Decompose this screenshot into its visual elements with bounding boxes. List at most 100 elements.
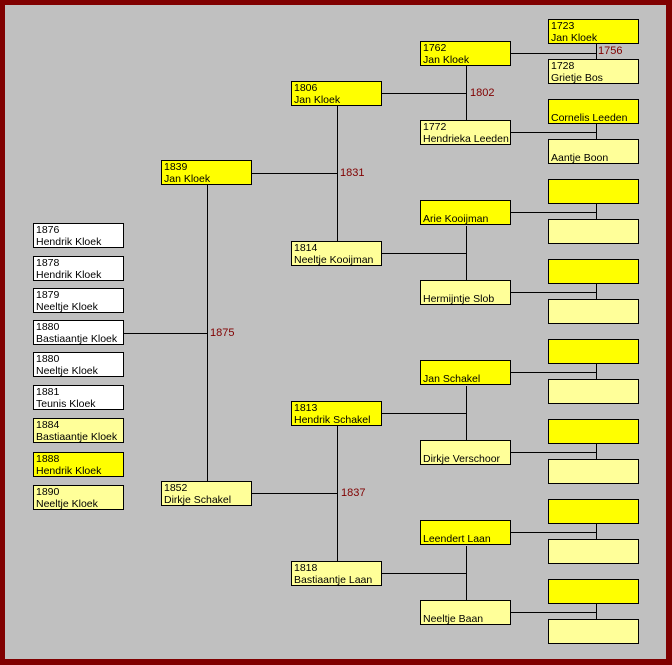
connector-line xyxy=(337,426,338,561)
person-box[interactable] xyxy=(548,259,639,284)
connector-line xyxy=(380,573,466,574)
connector-line xyxy=(596,204,597,219)
person-box[interactable]: Dirkje Verschoor xyxy=(420,440,511,465)
person-year xyxy=(551,100,638,112)
person-name: Hendrieka Leeden xyxy=(423,133,509,145)
person-year: 1806 xyxy=(294,82,318,94)
person-box[interactable] xyxy=(548,619,639,644)
person-box[interactable] xyxy=(548,539,639,564)
person-year xyxy=(551,460,638,472)
person-name: Jan Kloek xyxy=(551,32,598,44)
connector-line xyxy=(596,524,597,539)
person-box[interactable] xyxy=(548,379,639,404)
person-box[interactable] xyxy=(548,299,639,324)
connector-line xyxy=(380,93,466,94)
person-name: Jan Kloek xyxy=(294,94,341,106)
person-box[interactable]: Aantje Boon xyxy=(548,139,639,164)
connector-line xyxy=(380,413,466,414)
connector-line xyxy=(466,386,467,440)
person-box[interactable]: Arie Kooijman xyxy=(420,200,511,225)
connector-line xyxy=(508,372,596,373)
person-name: Hendrik Schakel xyxy=(294,414,371,426)
connector-line xyxy=(380,253,466,254)
person-name: Hendrik Kloek xyxy=(36,236,102,248)
connector-line xyxy=(508,292,596,293)
person-name: Grietje Bos xyxy=(551,72,603,84)
connector-line xyxy=(337,106,338,241)
person-year: 1890 xyxy=(36,486,60,498)
marriage-year: 1756 xyxy=(598,45,623,57)
person-year: 1878 xyxy=(36,257,60,269)
person-box[interactable] xyxy=(548,419,639,444)
person-box[interactable] xyxy=(548,459,639,484)
person-box[interactable] xyxy=(548,219,639,244)
connector-line xyxy=(508,612,596,613)
person-year: 1772 xyxy=(423,121,447,133)
person-year xyxy=(551,260,638,272)
person-box[interactable] xyxy=(548,179,639,204)
person-year: 1813 xyxy=(294,402,318,414)
person-box[interactable]: Jan Schakel xyxy=(420,360,511,385)
person-box[interactable] xyxy=(548,499,639,524)
connector-line xyxy=(508,452,596,453)
person-name: Bastiaantje Kloek xyxy=(36,431,118,443)
person-name: Hendrik Kloek xyxy=(36,269,102,281)
person-box[interactable] xyxy=(548,339,639,364)
person-year xyxy=(551,380,638,392)
person-name xyxy=(551,552,638,563)
person-year: 1880 xyxy=(36,321,60,333)
connector-line xyxy=(508,132,596,133)
connector-line xyxy=(466,546,467,600)
connector-line xyxy=(249,173,337,174)
person-name xyxy=(551,272,638,283)
person-box[interactable]: Leendert Laan xyxy=(420,520,511,545)
person-name: Arie Kooijman xyxy=(423,213,489,225)
marriage-year: 1802 xyxy=(470,87,495,99)
person-name: Neeltje Kloek xyxy=(36,365,98,377)
person-name xyxy=(551,632,638,643)
person-year: 1888 xyxy=(36,453,60,465)
person-name: Hendrik Kloek xyxy=(36,465,102,477)
person-name xyxy=(551,512,638,523)
connector-line xyxy=(596,364,597,379)
person-box[interactable] xyxy=(548,579,639,604)
person-year xyxy=(423,361,510,373)
person-box[interactable]: Cornelis Leeden xyxy=(548,99,639,124)
person-year: 1818 xyxy=(294,562,318,574)
person-box[interactable]: Neeltje Baan xyxy=(420,600,511,625)
connector-line xyxy=(596,44,597,59)
person-name: Leendert Laan xyxy=(423,533,491,545)
person-year: 1881 xyxy=(36,386,60,398)
person-year xyxy=(551,580,638,592)
person-box[interactable]: Hermijntje Slob xyxy=(420,280,511,305)
person-year xyxy=(551,300,638,312)
connector-line xyxy=(596,604,597,619)
connector-line xyxy=(207,185,208,481)
person-year xyxy=(551,220,638,232)
person-year xyxy=(551,540,638,552)
person-year xyxy=(551,340,638,352)
connector-line xyxy=(596,124,597,139)
person-year: 1879 xyxy=(36,289,60,301)
person-year: 1876 xyxy=(36,224,60,236)
